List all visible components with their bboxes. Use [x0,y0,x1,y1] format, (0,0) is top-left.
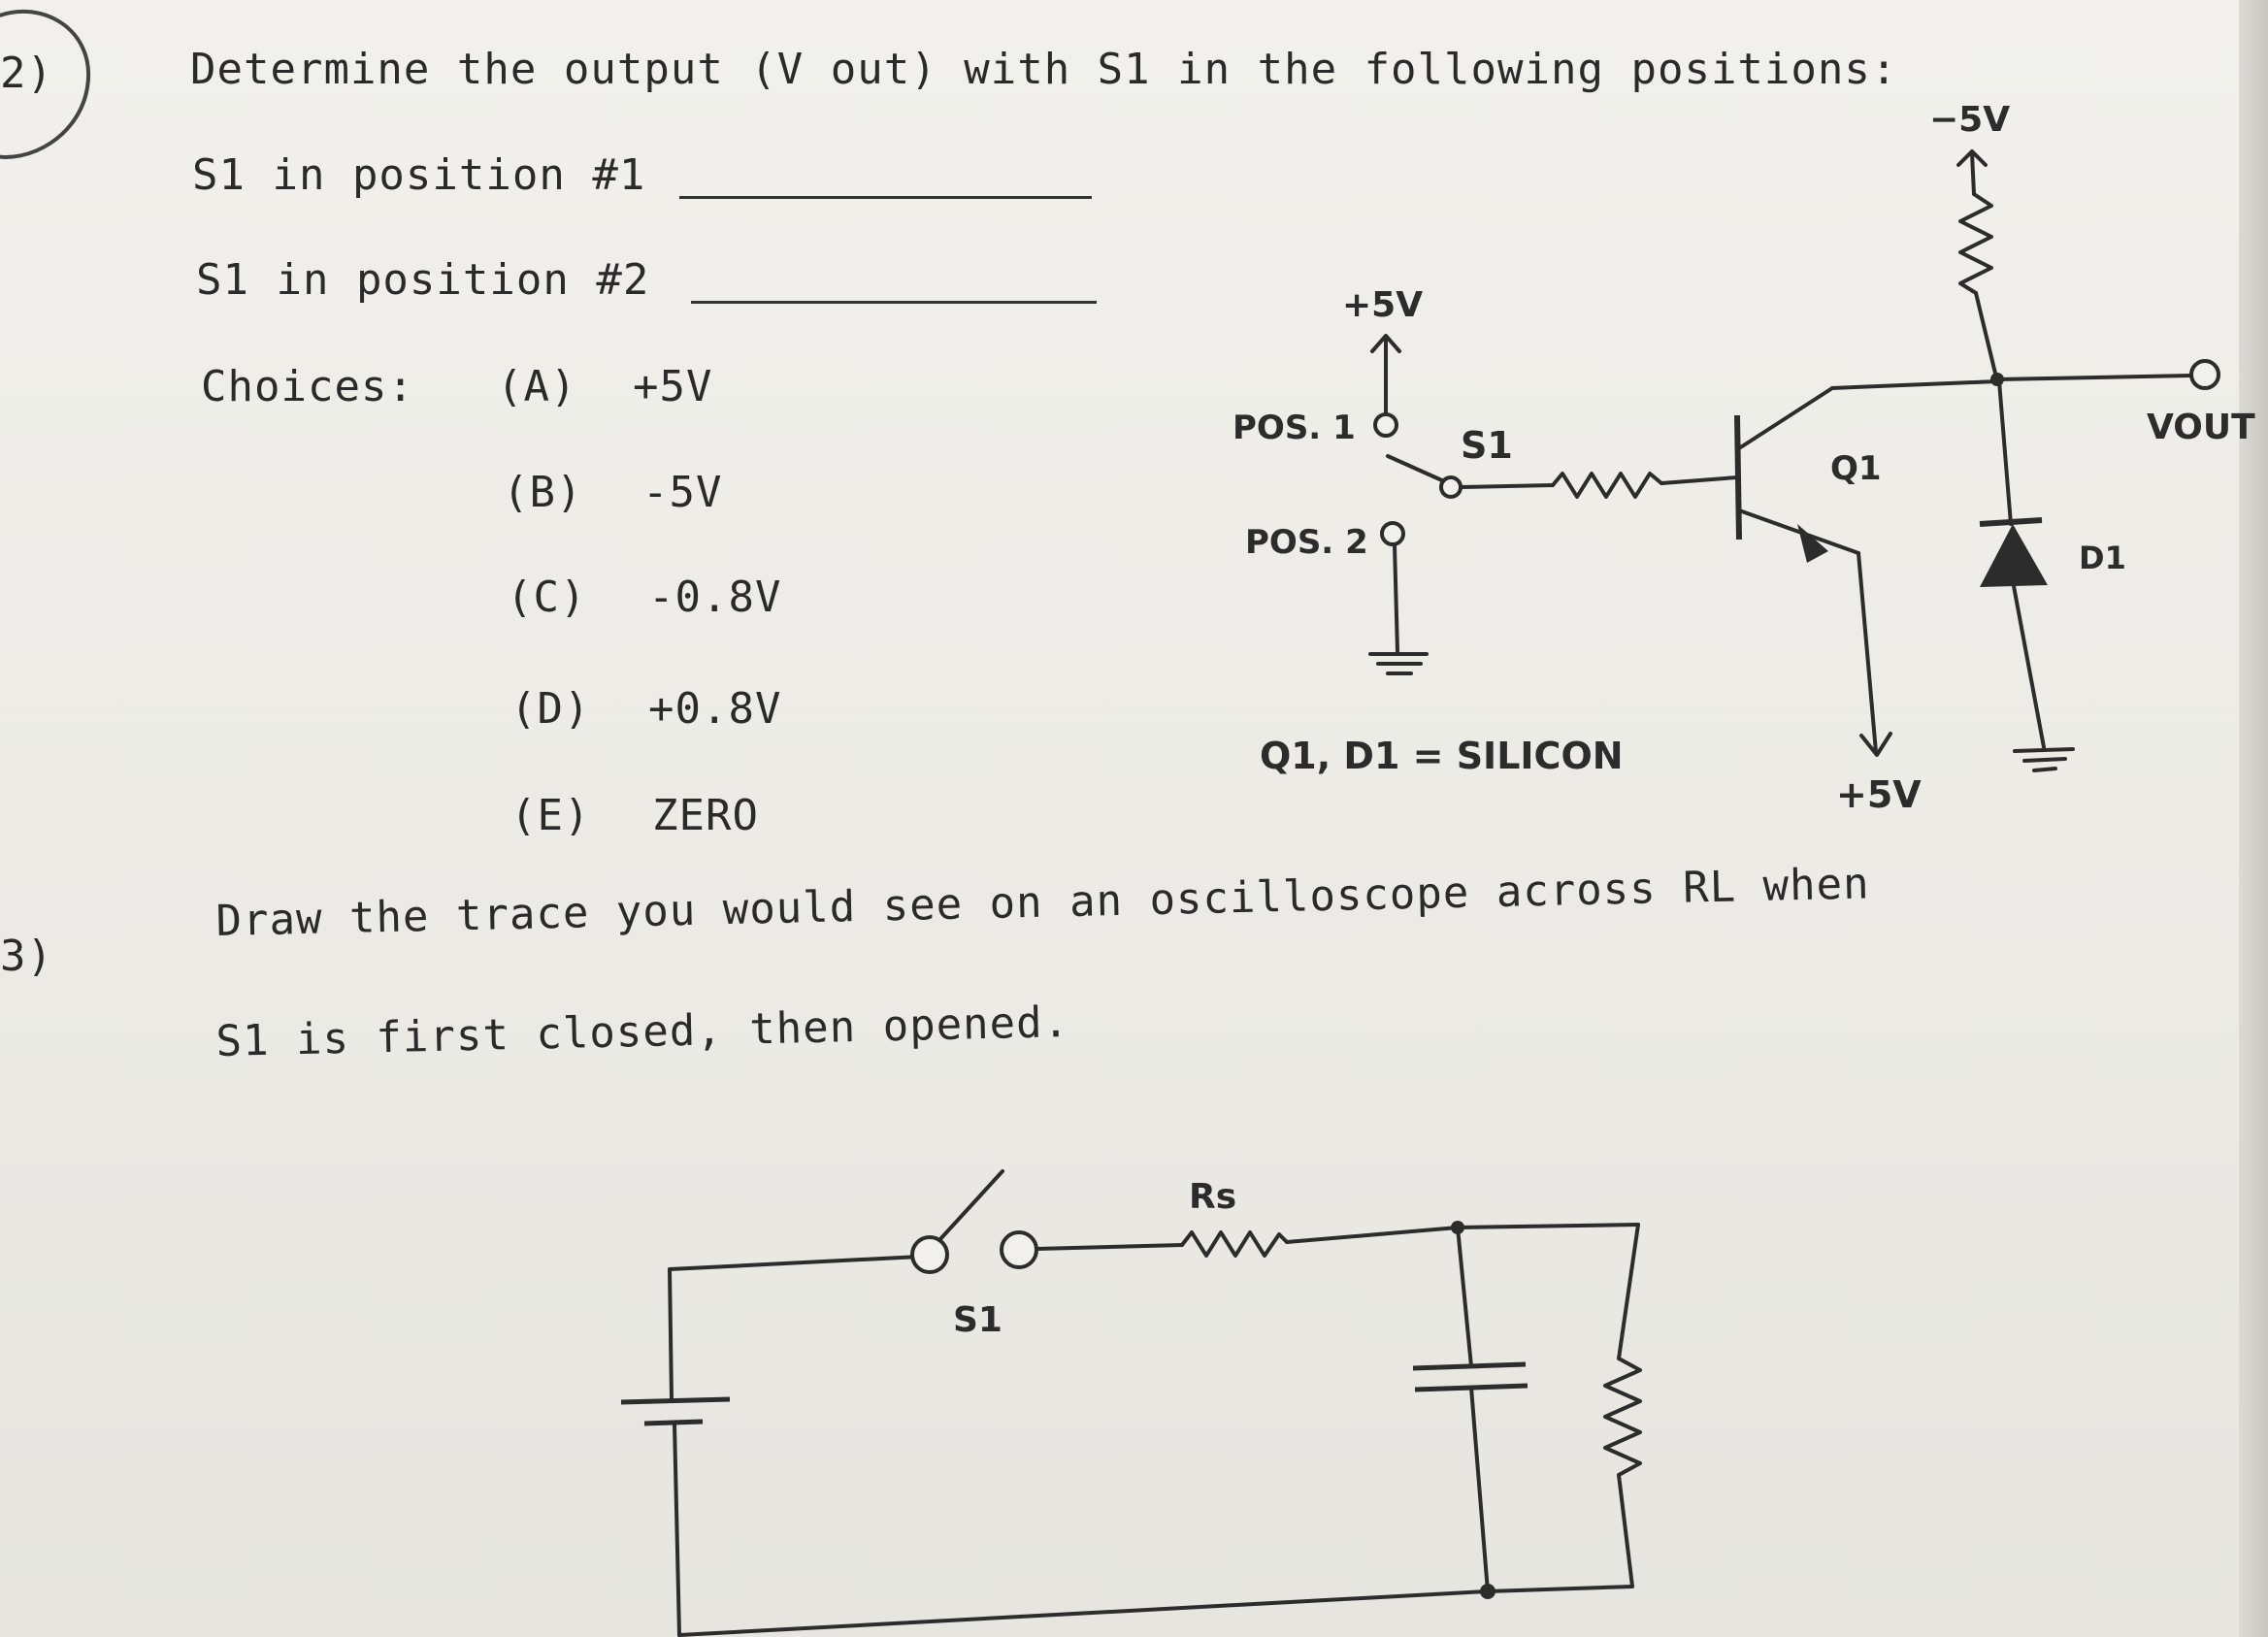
choices-label: Choices: [201,362,414,411]
silicon-note: Q1, D1 = SILICON [1260,735,1624,777]
emitter-supply-label: +5V [1836,773,1922,816]
choice-value: -0.8V [648,573,782,622]
diode-ground-symbol [2013,747,2075,753]
load-resistor-rl [1603,1357,1642,1477]
pos2-terminal [1380,521,1405,546]
pos1-terminal [1373,412,1398,438]
s1-label: S1 [953,1300,1003,1340]
choice-letter: (E) [510,791,591,840]
s1-switch-lever[interactable] [937,1169,1004,1242]
choice-value: +5V [633,362,713,411]
capacitor-top-plate [1412,1361,1527,1371]
choice-letter: (B) [503,468,583,517]
s1-right-contact [1000,1230,1038,1269]
s1-switch-blade[interactable] [1386,454,1446,483]
vout-terminal [2189,359,2220,390]
page-edge [2239,0,2268,1637]
supply-plus5v-label: +5V [1342,285,1423,325]
circled-number-mark [0,9,91,159]
choice-letter: (A) [497,362,577,411]
choice-value: ZERO [652,791,759,840]
choice-letter: (D) [510,684,591,734]
rs-label: Rs [1189,1177,1236,1217]
s1-label: S1 [1461,424,1513,467]
collector-resistor [1958,192,1993,295]
answer-blank-1[interactable] [679,196,1092,199]
pos1-label: POS. 1 [1233,409,1356,447]
pos2-label: POS. 2 [1245,523,1368,562]
vout-label: VOUT [2147,408,2255,447]
choice-value: -5V [642,468,723,517]
question-2-number: 2) [0,49,53,98]
q1-emitter-arrow [1797,524,1828,563]
q1-label: Q1 [1830,449,1882,488]
choice-value: +0.8V [648,684,782,734]
resistor-rs [1180,1230,1289,1258]
s1-position-1-label: S1 in position #1 [192,150,646,200]
question-2-prompt: Determine the output (V out) with S1 in … [190,45,1898,94]
s1-left-contact [910,1235,949,1274]
answer-blank-2[interactable] [691,301,1097,304]
s1-position-2-label: S1 in position #2 [196,255,650,305]
choice-letter: (C) [507,573,587,622]
diode-d1 [1980,524,2048,587]
base-resistor [1551,472,1663,499]
neg-supply-label: −5V [1929,100,2010,140]
battery-long-plate [620,1396,731,1405]
q1-base-bar [1734,414,1742,540]
d1-label: D1 [2079,540,2126,576]
question-3-number: 3) [0,932,53,981]
